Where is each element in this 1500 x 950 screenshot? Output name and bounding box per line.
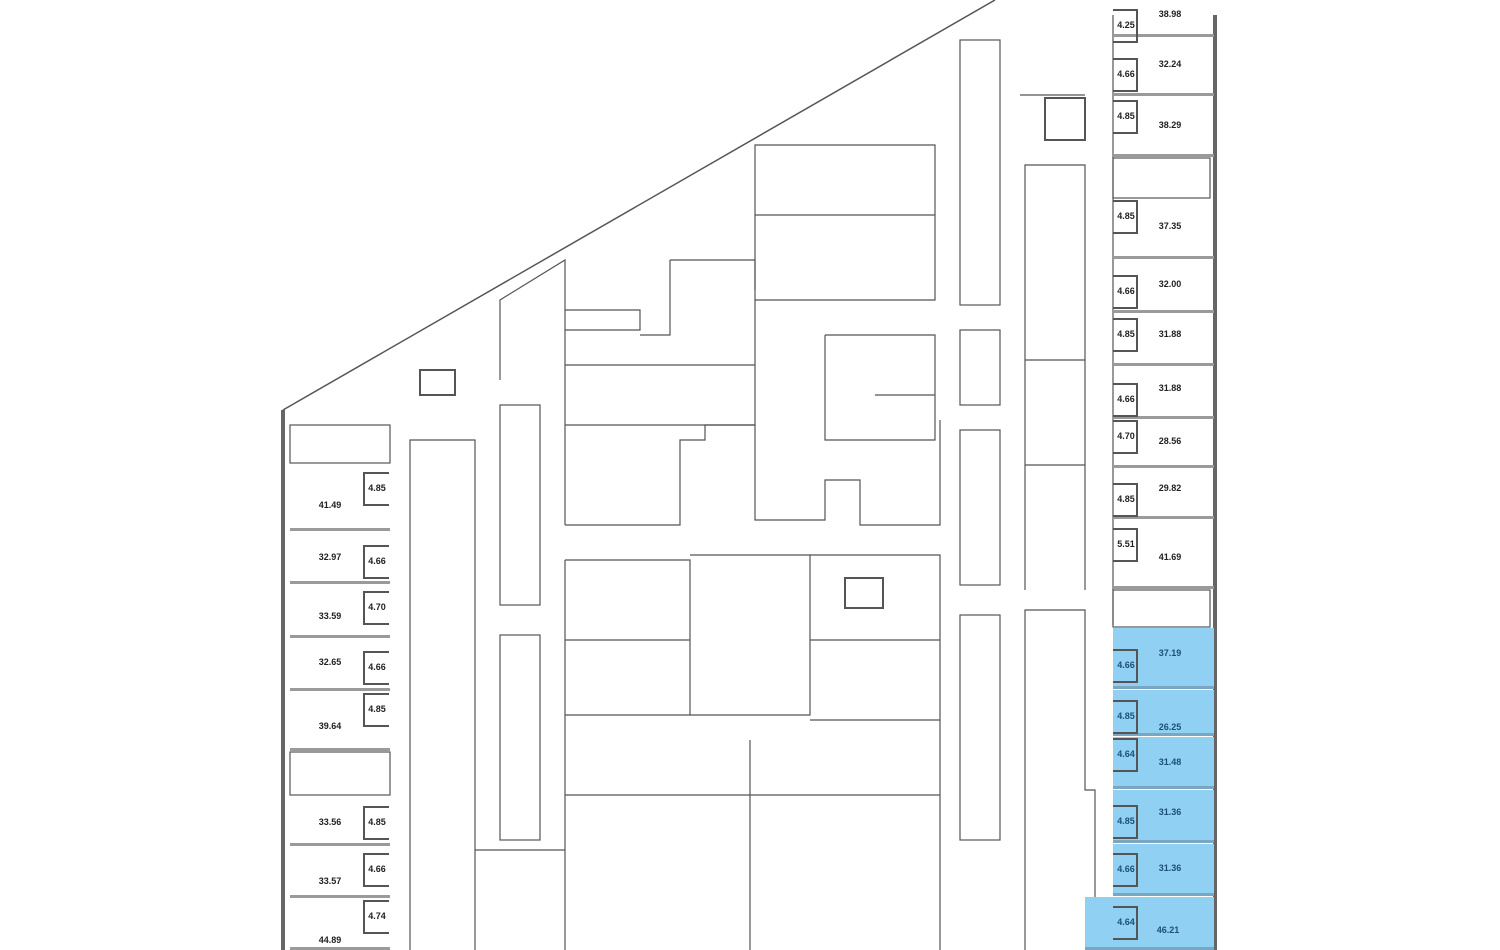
unit-area-label: 32.24: [1158, 59, 1182, 69]
wc-area-label: 4.85: [368, 483, 386, 493]
wc-area-label: 4.74: [368, 911, 386, 921]
unit[interactable]: [1113, 520, 1214, 589]
unit[interactable]: [1113, 737, 1214, 789]
unit[interactable]: [1113, 314, 1214, 366]
unit[interactable]: [1113, 690, 1214, 736]
wc-room: [363, 900, 389, 934]
wc-area-label: 4.64: [1117, 749, 1135, 759]
wc-area-label: 4.25: [1117, 20, 1135, 30]
unit-area-label: 37.35: [1158, 221, 1182, 231]
unit-area-label: 41.69: [1158, 552, 1182, 562]
wc-room: [1113, 853, 1138, 887]
unit-area-label: 46.21: [1156, 925, 1180, 935]
unit[interactable]: [290, 797, 390, 846]
wc-room: [363, 591, 389, 625]
wc-area-label: 4.85: [1117, 111, 1135, 121]
wc-area-label: 4.66: [1117, 69, 1135, 79]
unit-area-label: 31.48: [1158, 757, 1182, 767]
unit[interactable]: [290, 899, 390, 950]
unit-area-label: 31.88: [1158, 329, 1182, 339]
wc-room: [1113, 483, 1138, 517]
unit[interactable]: [290, 585, 390, 638]
unit-area-label: 32.00: [1158, 279, 1182, 289]
wc-room: [1113, 275, 1138, 309]
unit-area-label: 28.56: [1158, 436, 1182, 446]
wc-area-label: 4.85: [1117, 211, 1135, 221]
wc-room: [1113, 649, 1138, 683]
wc-area-label: 4.66: [368, 556, 386, 566]
wc-room: [1113, 906, 1138, 940]
unit-area-label: 33.57: [318, 876, 342, 886]
wc-room: [363, 693, 389, 727]
unit-area-label: 31.36: [1158, 863, 1182, 873]
unit[interactable]: [1113, 97, 1214, 157]
unit-area-label: 32.65: [318, 657, 342, 667]
wc-area-label: 4.85: [1117, 711, 1135, 721]
wc-room: [363, 545, 389, 579]
wc-room: [1113, 528, 1138, 562]
unit[interactable]: [1085, 897, 1214, 950]
unit[interactable]: [1113, 198, 1214, 259]
wc-room: [363, 472, 389, 506]
wc-room: [1113, 700, 1138, 734]
unit[interactable]: [1113, 420, 1214, 468]
unit-area-label: 26.25: [1158, 722, 1182, 732]
wc-room: [1113, 383, 1138, 417]
wc-area-label: 4.64: [1117, 917, 1135, 927]
interior-walls: [281, 0, 1217, 950]
wc-area-label: 4.70: [1117, 431, 1135, 441]
wc-room: [363, 853, 389, 887]
wc-area-label: 4.70: [368, 602, 386, 612]
unit-area-label: 29.82: [1158, 483, 1182, 493]
unit[interactable]: [1113, 790, 1214, 843]
unit-area-label: 41.49: [318, 500, 342, 510]
wc-area-label: 4.66: [1117, 286, 1135, 296]
wc-area-label: 4.66: [368, 864, 386, 874]
wc-room: [1113, 805, 1138, 839]
wc-room: [363, 651, 389, 685]
unit-area-label: 37.19: [1158, 648, 1182, 658]
unit[interactable]: [1113, 38, 1214, 96]
unit[interactable]: [1113, 367, 1214, 419]
wc-room: [363, 806, 389, 840]
wc-room: [1113, 100, 1138, 134]
wc-room: [1113, 9, 1138, 43]
unit[interactable]: [290, 692, 390, 751]
unit-area-label: 32.97: [318, 552, 342, 562]
wc-area-label: 4.85: [1117, 329, 1135, 339]
unit[interactable]: [1113, 844, 1214, 896]
unit[interactable]: [290, 532, 390, 584]
wc-room: [1113, 200, 1138, 234]
unit-area-label: 31.88: [1158, 383, 1182, 393]
unit[interactable]: [1113, 260, 1214, 313]
wc-area-label: 5.51: [1117, 539, 1135, 549]
wc-room: [1113, 318, 1138, 352]
unit-area-label: 38.98: [1158, 9, 1182, 19]
unit[interactable]: [1113, 469, 1214, 519]
wc-room: [1113, 420, 1138, 454]
unit-area-label: 31.36: [1158, 807, 1182, 817]
unit[interactable]: [1113, 0, 1214, 37]
wc-area-label: 4.85: [1117, 816, 1135, 826]
wc-area-label: 4.85: [368, 817, 386, 827]
unit[interactable]: [290, 639, 390, 691]
unit[interactable]: [290, 464, 390, 531]
wc-room: [1113, 58, 1138, 92]
wc-area-label: 4.66: [368, 662, 386, 672]
unit[interactable]: [1113, 628, 1214, 689]
wc-area-label: 4.66: [1117, 660, 1135, 670]
unit-area-label: 33.56: [318, 817, 342, 827]
wc-area-label: 4.66: [1117, 394, 1135, 404]
unit-area-label: 44.89: [318, 935, 342, 945]
unit-area-label: 39.64: [318, 721, 342, 731]
unit[interactable]: [290, 847, 390, 898]
unit-area-label: 33.59: [318, 611, 342, 621]
wc-area-label: 4.66: [1117, 864, 1135, 874]
wc-room: [1113, 738, 1138, 772]
unit-area-label: 38.29: [1158, 120, 1182, 130]
wc-area-label: 4.85: [368, 704, 386, 714]
wc-area-label: 4.85: [1117, 494, 1135, 504]
